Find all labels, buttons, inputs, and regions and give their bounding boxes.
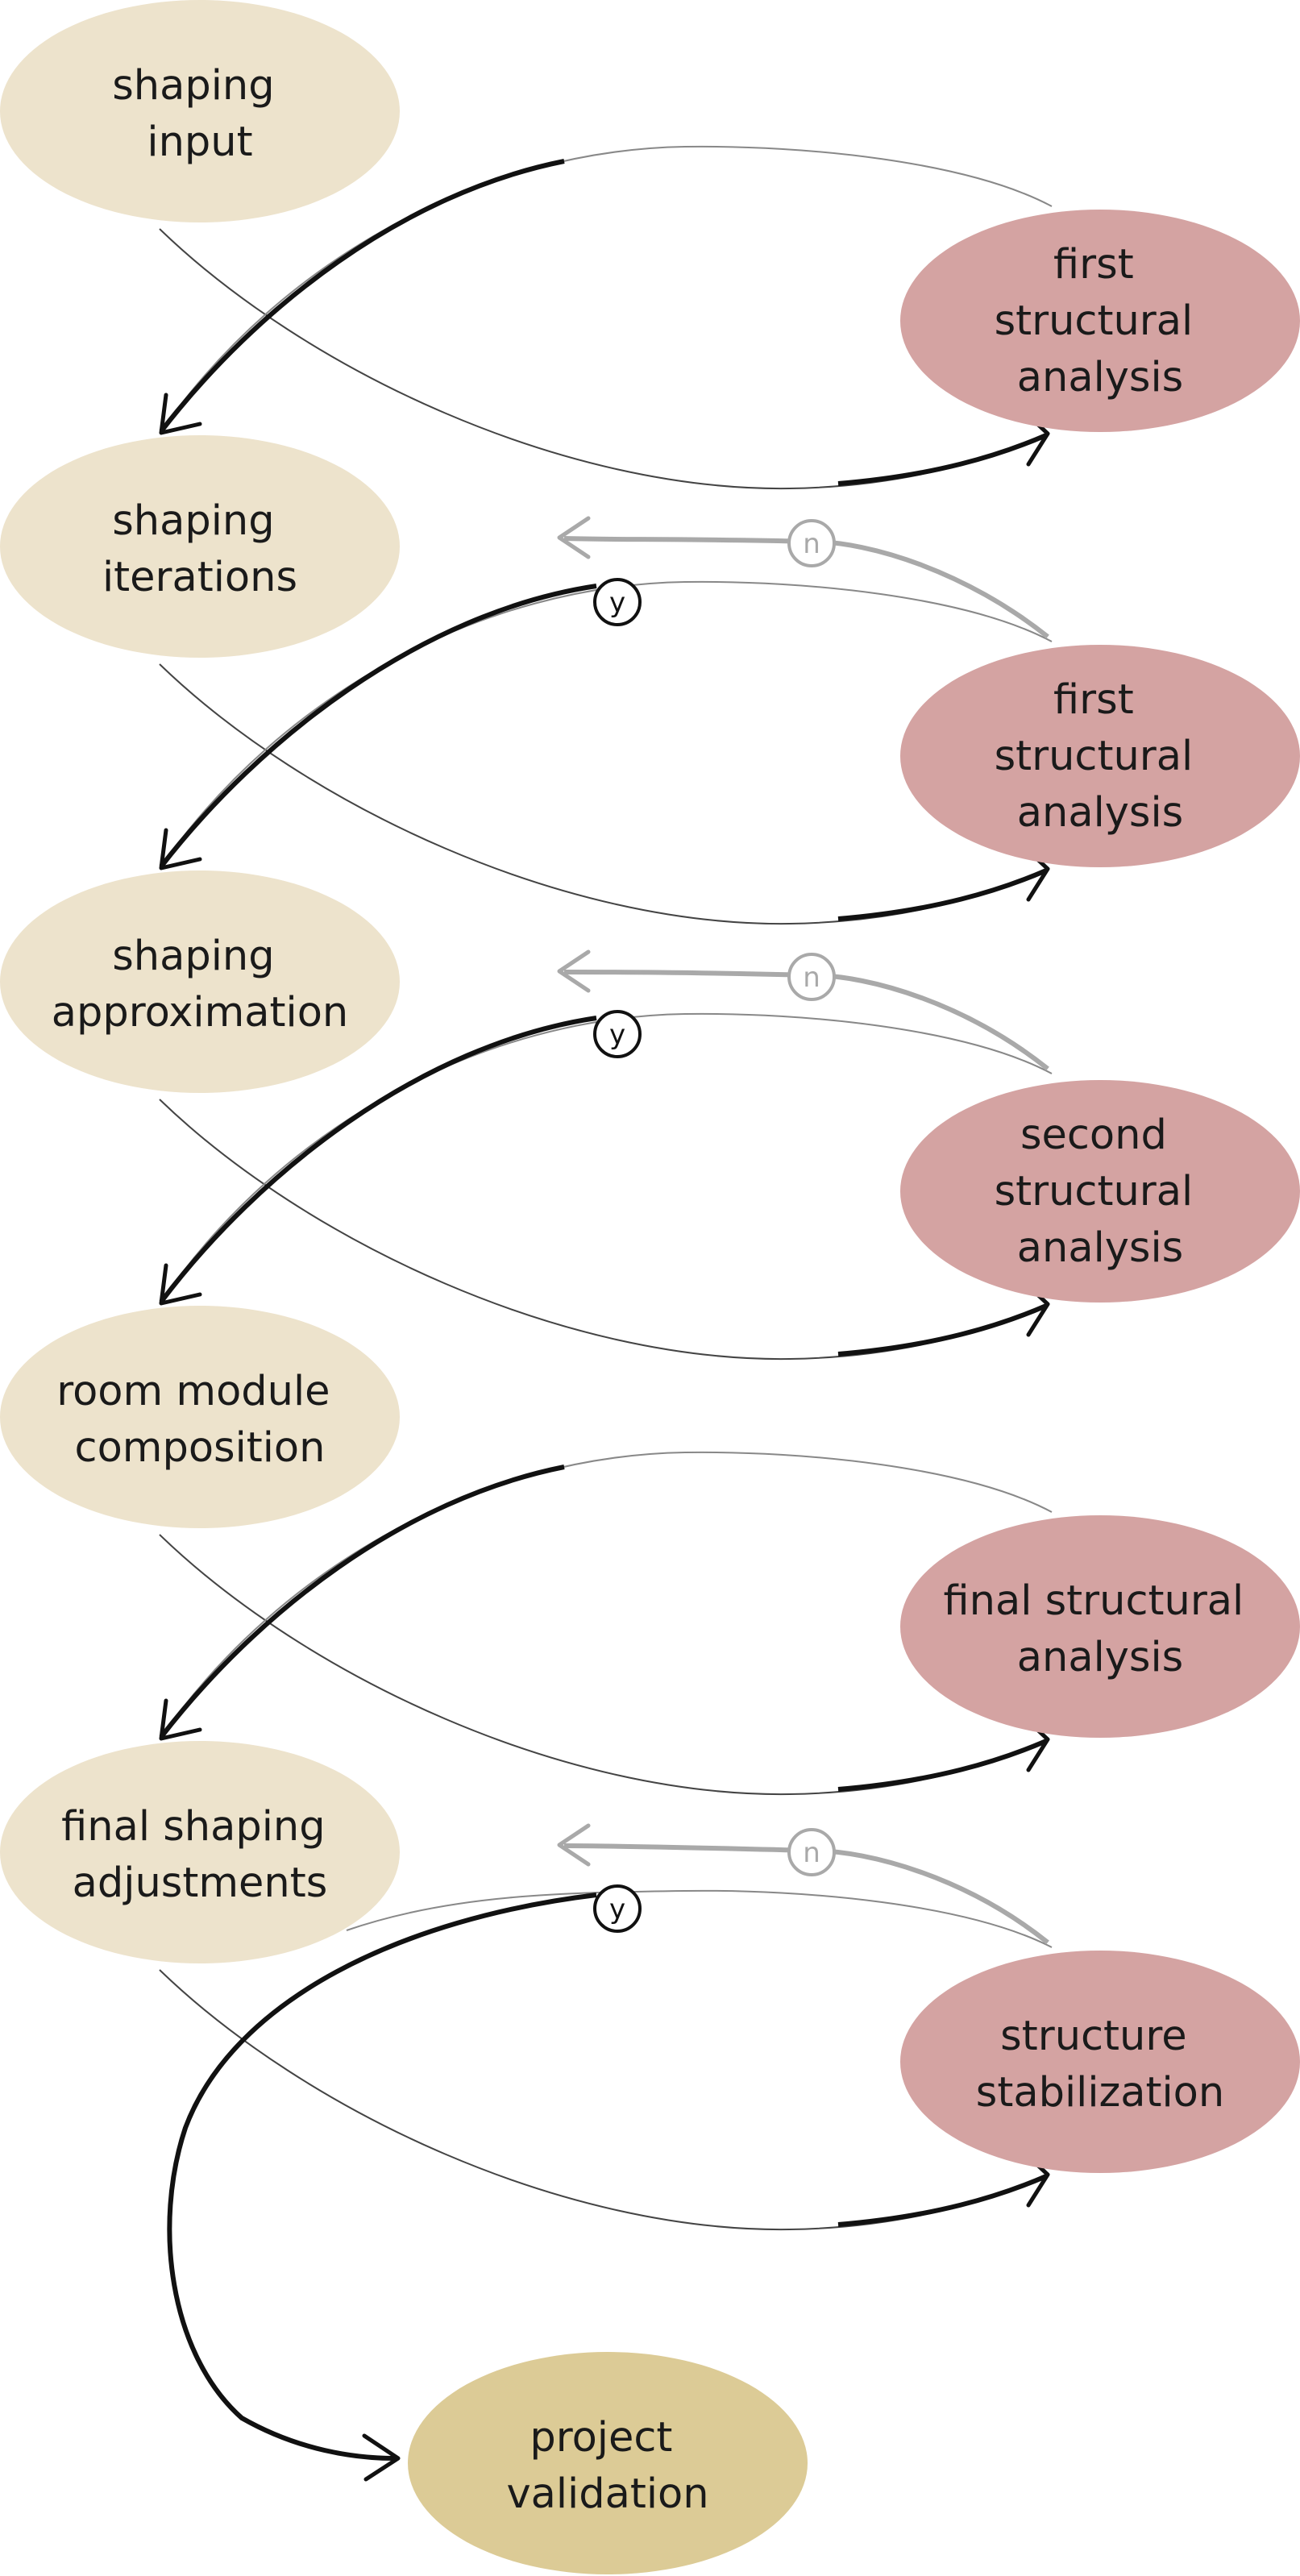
return-final-analysis-to-final-adjustments	[159, 1451, 1053, 1741]
svg-text:n: n	[803, 528, 820, 560]
svg-text:second structural: second structural analysis	[995, 1111, 1207, 1272]
svg-text:structure stabilization: structure stabilization	[976, 2013, 1224, 2117]
yes-badge-1: y	[593, 578, 642, 626]
node-final-structural-analysis: final structural analysis	[900, 1515, 1300, 1738]
return-analysis-1-to-shaping-iterations	[159, 145, 1053, 435]
yes-badge-3: y	[593, 1884, 642, 1933]
svg-text:room module composition: room module composition	[56, 1368, 343, 1472]
svg-text:final shaping adjustment: final shaping adjustments	[61, 1803, 338, 1907]
svg-text:n: n	[803, 1837, 820, 1869]
no-badge-2: n	[787, 953, 836, 1001]
no-badge-3: n	[787, 1828, 836, 1876]
node-final-shaping-adjustments: final shaping adjustments	[0, 1741, 400, 1963]
svg-text:y: y	[609, 1019, 625, 1051]
return-stabilization-yes-to-project-validation	[167, 1889, 1053, 2482]
node-shaping-iterations: shaping iterations	[0, 435, 400, 658]
svg-text:y: y	[609, 1893, 625, 1926]
node-shaping-approximation: shaping approximation	[0, 870, 400, 1093]
svg-text:y: y	[609, 587, 625, 619]
node-room-module-composition: room module composition	[0, 1306, 400, 1528]
node-project-validation: project validation	[408, 2352, 808, 2574]
no-badge-1: n	[787, 519, 836, 567]
svg-text:n: n	[803, 962, 820, 994]
svg-text:shaping input: shaping input	[112, 62, 288, 166]
svg-text:first structural a: first structural analysis	[995, 241, 1207, 401]
node-first-structural-analysis-a: first structural analysis	[900, 210, 1300, 432]
svg-text:project validation: project validation	[506, 2414, 708, 2518]
node-second-structural-analysis: second structural analysis	[900, 1080, 1300, 1303]
node-shaping-input: shaping input	[0, 0, 400, 222]
node-structure-stabilization: structure stabilization	[900, 1951, 1300, 2173]
svg-text:shaping approximation: shaping approximation	[52, 933, 348, 1037]
svg-text:shaping iterations: shaping iterations	[102, 497, 297, 601]
yes-badge-2: y	[593, 1010, 642, 1058]
node-first-structural-analysis-b: first structural analysis	[900, 645, 1300, 867]
svg-text:final structural analysi: final structural analysis	[944, 1577, 1257, 1681]
svg-text:first structural a: first structural analysis	[995, 676, 1207, 837]
